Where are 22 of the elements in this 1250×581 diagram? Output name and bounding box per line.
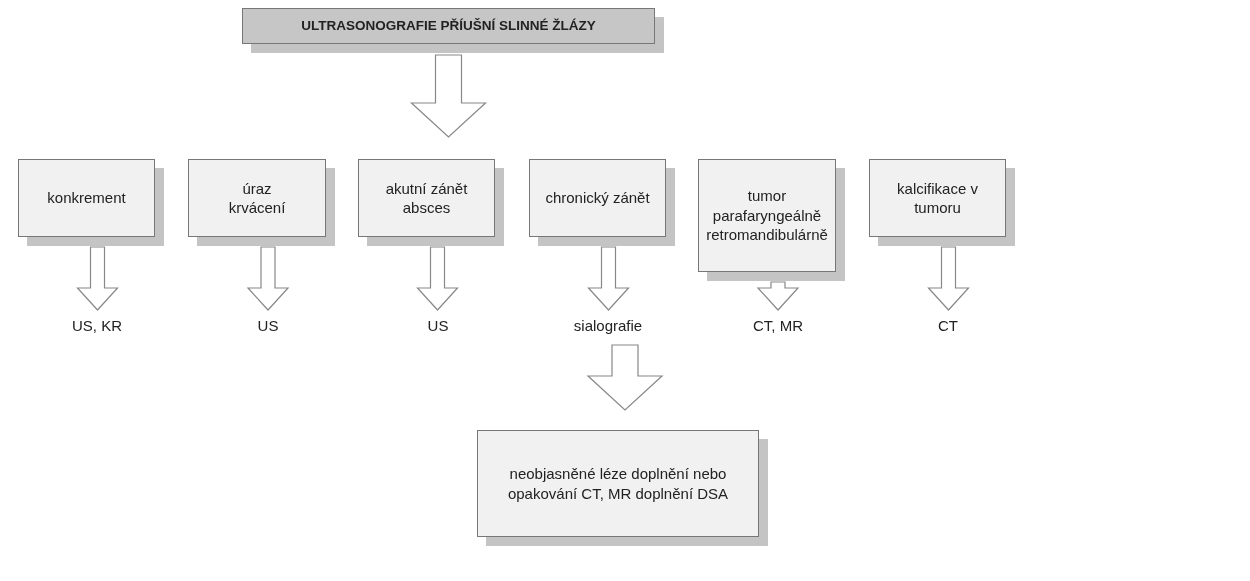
result-text: CT, MR bbox=[753, 316, 803, 336]
result-text: US bbox=[427, 316, 449, 336]
box-text: akutní zánět absces bbox=[384, 178, 469, 218]
box-text: chronický zánět bbox=[545, 188, 650, 208]
block-arrow bbox=[586, 344, 664, 411]
box-text: tumor parafaryngeálně retromandibulárně bbox=[706, 186, 828, 245]
block-arrow bbox=[76, 246, 119, 311]
block-arrow bbox=[927, 246, 970, 311]
block-arrow bbox=[246, 246, 290, 311]
block-arrow bbox=[587, 246, 630, 311]
box-text: konkrement bbox=[47, 188, 126, 208]
result-text: sialografie bbox=[573, 316, 643, 336]
result-text: US, KR bbox=[72, 316, 122, 336]
result-text: US bbox=[257, 316, 279, 336]
box-text: ULTRASONOGRAFIE PŘÍUŠNÍ SLINNÉ ŽLÁZY bbox=[301, 17, 596, 35]
box-text: neobjasněné léze doplnění nebo opakování CT, MR doplnění DSA bbox=[506, 464, 730, 503]
box-text: kalcifikace v tumoru bbox=[896, 178, 979, 218]
block-arrow bbox=[409, 54, 488, 138]
block-arrow bbox=[416, 246, 459, 311]
result-text: CT bbox=[938, 316, 958, 336]
box-text: úraz krvácení bbox=[227, 178, 287, 218]
block-arrow bbox=[756, 281, 800, 311]
